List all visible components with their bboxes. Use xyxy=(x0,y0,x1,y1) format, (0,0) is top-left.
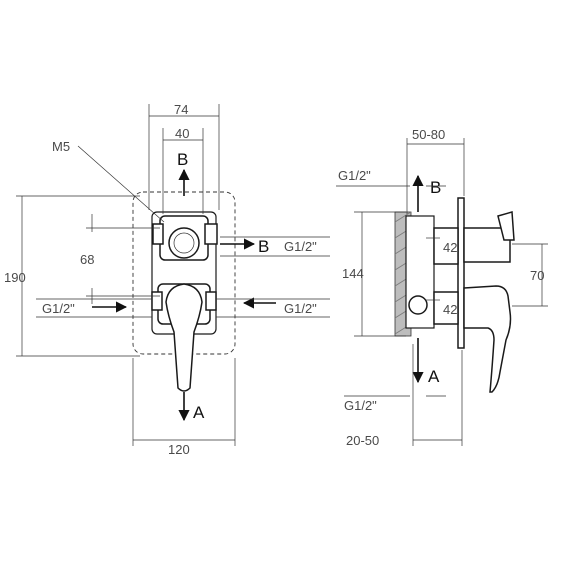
dimension-50-80: 50-80 xyxy=(412,127,445,142)
lower-connector-left xyxy=(151,291,163,311)
thread-label-left: G1/2" xyxy=(42,301,75,316)
upper-stem xyxy=(433,227,459,265)
thread-m5-label: M5 xyxy=(52,139,70,154)
dimension-20-50: 20-50 xyxy=(346,433,379,448)
dimension-74: 74 xyxy=(174,102,188,117)
dimension-190: 190 xyxy=(4,270,26,285)
lever-side xyxy=(463,285,512,393)
cover-plate xyxy=(457,197,465,349)
side-thread-label-top: G1/2" xyxy=(338,168,371,183)
side-outlet-b-label: B xyxy=(430,178,441,197)
diameter-42-upper: 42 xyxy=(443,240,457,255)
upper-connector-right xyxy=(204,223,218,245)
dimension-68: 68 xyxy=(80,252,94,267)
thread-label-right-upper: G1/2" xyxy=(284,239,317,254)
side-view: B A 50-80 G1/2" 144 42 42 70 G1/2" xyxy=(336,127,548,448)
dimension-40: 40 xyxy=(175,126,189,141)
diverter-knob-lip xyxy=(497,211,515,241)
lever-handle xyxy=(165,283,203,392)
inlet-a-label: A xyxy=(193,403,205,422)
outlet-b-right-label: B xyxy=(258,237,269,256)
side-thread-label-bottom: G1/2" xyxy=(344,398,377,413)
dimension-120: 120 xyxy=(168,442,190,457)
outlet-circle xyxy=(408,295,428,315)
dimension-144: 144 xyxy=(342,266,364,281)
outlet-b-top-label: B xyxy=(177,150,188,169)
lower-connector-right xyxy=(205,291,217,311)
diverter-knob xyxy=(168,227,200,259)
diameter-42-lower: 42 xyxy=(443,302,457,317)
lower-stem xyxy=(433,291,459,325)
thread-label-right-lower: G1/2" xyxy=(284,301,317,316)
upper-connector-left xyxy=(152,223,164,245)
diverter-knob-inner xyxy=(173,232,195,254)
side-inlet-a-label: A xyxy=(428,367,440,386)
front-view: B A B G1/2" G1/2" G1/2" M5 74 40 xyxy=(4,102,330,457)
dimension-70: 70 xyxy=(530,268,544,283)
